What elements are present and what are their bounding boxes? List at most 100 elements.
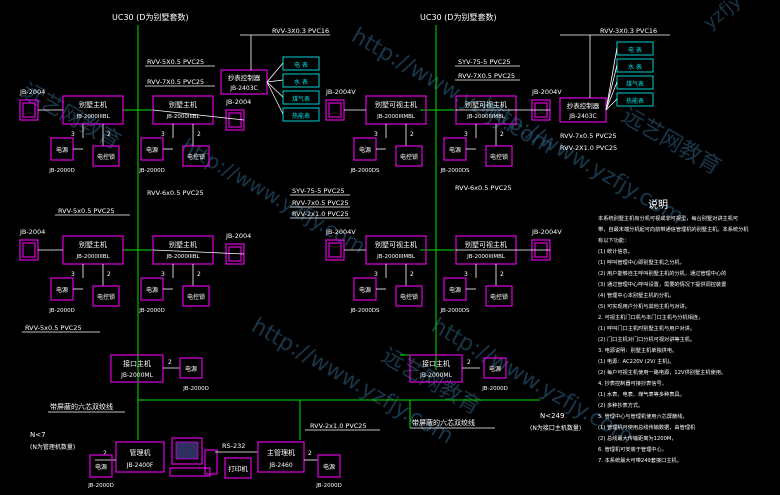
note-line: 4. 抄表控制器可接抄表信号， [598,379,667,387]
cable-label: RVV-7X0.5 PVC25 [147,78,204,86]
handset-id: JB-2004V [531,88,562,96]
lock-box [395,145,423,167]
meter-item-label: 煤气表 [292,95,310,103]
wire-count: 3 [464,271,468,278]
meter-ctrl-title: 抄表控制器 [228,73,261,82]
wire-count: 2 [197,271,201,278]
riser-label-right: UC30 (D为别墅套数) [420,12,497,22]
computer-icon [169,437,218,477]
villa-host-title: 别墅可视主机 [375,100,417,109]
meter-item-label: 水 表 [628,63,642,71]
note-line: 2. 可视主机门口机与本门口主机与分机相连， [598,313,703,321]
power-label: 电源 [359,286,371,294]
wire-count: 3 [71,271,75,278]
cable-label: RVV-3X0.3 PVC16 [600,27,657,35]
handset-id: JB-2004 [225,232,251,240]
villa-host-model: JB-2000IIIMBL [376,114,416,120]
wire-count: 2 [500,271,504,278]
villa-host-model: JB-2000IIIBL [75,254,110,260]
power-label: 电源 [146,146,158,154]
note-line: (1) 管理机可使用总线传输数据，由管理机 [598,423,696,431]
meter-item-box [282,73,320,88]
main-mgr-model: JB-2460 [268,462,293,469]
cable-label: RVV-5x0.5 PVC25 [58,207,115,215]
notes-panel: 说明 本系统别墅主机有分机可视或非可视型，每台别墅对讲主机可带，自最末端分机起可… [598,198,749,464]
note-line: (2) 门口主机对门口分机可视对讲等主机。 [598,335,695,343]
lock-label: 电控锁 [97,153,115,161]
note-line: 3. 电源说明：别墅主机单独供电。 [598,346,677,354]
meter-ctrl-title: 抄表控制器 [567,101,600,110]
lock-box [92,145,120,167]
interface-host-right: 接口主机 JB-2000ML 2 电源 JB-2000D [409,354,508,392]
meter-ctrl-model: JB-2403C [229,85,258,92]
cable-label: RVV-2x1.0 PVC25 [292,210,349,218]
villa-host-title: 别墅主机 [79,240,107,249]
lock-label: 电控锁 [490,293,508,301]
note-line: (2) 用户能够自主呼叫别墅主机的分机，通过管理中心的 [598,269,726,277]
watermark-school: 远艺网教育 [617,104,725,181]
villa-host-model: JB-2000IIIMBL [376,254,416,260]
lock-label: 电控锁 [187,153,205,161]
interface-host-left: 接口主机 JB-2000ML 2 电源 JB-2000D [110,354,209,392]
meter-item-label: 水 表 [294,78,308,86]
power-label: 电源 [449,146,461,154]
mgr-title: 管理机 [130,448,151,457]
meter-item-label: 煤气表 [626,80,644,88]
svg-text:JB-2000D: JB-2000D [481,386,508,392]
villa-host-title: 别墅可视主机 [465,240,507,249]
riser-label-left: UC30 (D为别墅套数) [112,12,189,22]
note-line: (5) 可实现用户分机与其他主机与对讲。 [598,302,690,310]
wire-count: 3 [161,131,165,138]
power-model: JB-2000D [138,168,165,174]
villa-host-model: JB-2000IIIBL [75,114,110,120]
cable-label: RVV-6x0.5 PVC25 [147,189,204,197]
handset-id: JB-2004V [325,228,356,236]
svg-text:2: 2 [467,359,471,366]
cable-label: RVV-6x0.5 PVC25 [455,184,512,192]
note-line: (1) 统计信息。 [598,247,633,255]
lock-box [395,285,423,307]
cable-label: RVV-2x1.0 PVC25 [310,422,367,430]
nk-right: N<249 [540,412,564,420]
note-line: (4) 管理中心本别墅主机的分机。 [598,291,674,299]
note-line: (1) 水表、电表、煤气表等多种表具。 [598,390,685,398]
power-model: JB-2000D [48,168,75,174]
power-label: 电源 [449,286,461,294]
power-label: 电源 [56,286,68,294]
handset-id: JB-2004 [19,88,45,96]
note-line: 本系统别墅主机有分机可视或非可视型，每台别墅对讲主机可 [598,214,738,222]
svg-text:电源: 电源 [489,365,501,373]
lock-box [485,285,513,307]
meter-item-label: 电 表 [628,46,642,54]
wire-count: 2 [107,271,111,278]
note-line: 6. 管理机可安装于管理中心， [598,445,667,453]
cable-labels: RVV-5X0.5 PVC25 RVV-7X0.5 PVC25 RVV-3X0.… [22,27,670,431]
power-model: JB-2000D [48,308,75,314]
meter-item-label: 热能表 [626,97,644,105]
handset-id: JB-2004 [19,228,45,236]
cable-label: RVV-3X0.3 PVC16 [272,27,329,35]
lock-box [182,285,210,307]
villa-host-model: JB-2000IIIMBL [466,254,506,260]
meter-item-label: 热能表 [292,112,310,120]
note-line: (1) 呼叫门口主机时别墅主机与用户对讲。 [598,324,695,332]
note-line: (3) 通过管理中心呼叫设置，需要的情况下提供调控装置 [598,280,726,288]
cable-label: RVV-2X1.0 PVC25 [560,144,617,152]
intercom-handset-icon [19,99,39,121]
wire-count: 3 [374,131,378,138]
cable-label: RVV-7x0.5 PVC25 [292,199,349,207]
power-label: 电源 [56,146,68,154]
cable-label: RVV-7X0.5 PVC25 [458,72,515,80]
mgr-model: JB-2400F [126,462,154,469]
svg-text:接口主机: 接口主机 [123,359,151,368]
wire-count: 2 [197,131,201,138]
intercom-handset-icon [325,239,345,261]
